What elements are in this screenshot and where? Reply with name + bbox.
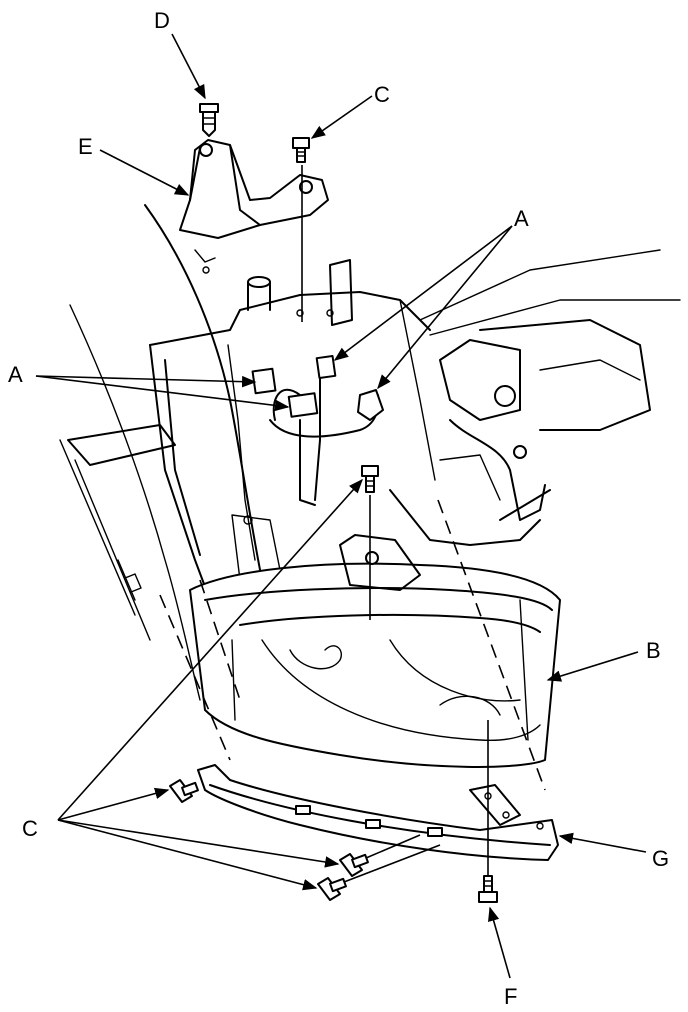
callout-c-top: C [374, 82, 390, 107]
upper-bracket [179, 139, 329, 274]
headlight-assembly [189, 534, 561, 768]
leader-lines [35, 33, 647, 979]
callout-a-left: A [8, 362, 23, 387]
callout-g: G [652, 846, 669, 871]
bolt-c-center [361, 465, 379, 620]
alignment-lines [159, 499, 546, 791]
callout-e: E [78, 134, 93, 159]
callout-d: D [154, 8, 170, 33]
callout-f: F [504, 984, 517, 1009]
callout-a-right: A [514, 206, 529, 231]
radiator-support [149, 259, 436, 601]
bolt-c-upper [292, 137, 310, 322]
callout-b: B [646, 638, 661, 663]
bolt-c-lower-left [169, 779, 199, 803]
lower-bracket [197, 764, 559, 861]
engine-compartment [389, 249, 681, 546]
wiring-harness [251, 354, 384, 506]
bolt-c-lower-right [317, 844, 441, 901]
clip-bolt-d [199, 103, 219, 137]
bolt-f [478, 720, 498, 903]
bolt-c-lower-middle [339, 834, 421, 877]
callout-c-bottom: C [22, 816, 38, 841]
